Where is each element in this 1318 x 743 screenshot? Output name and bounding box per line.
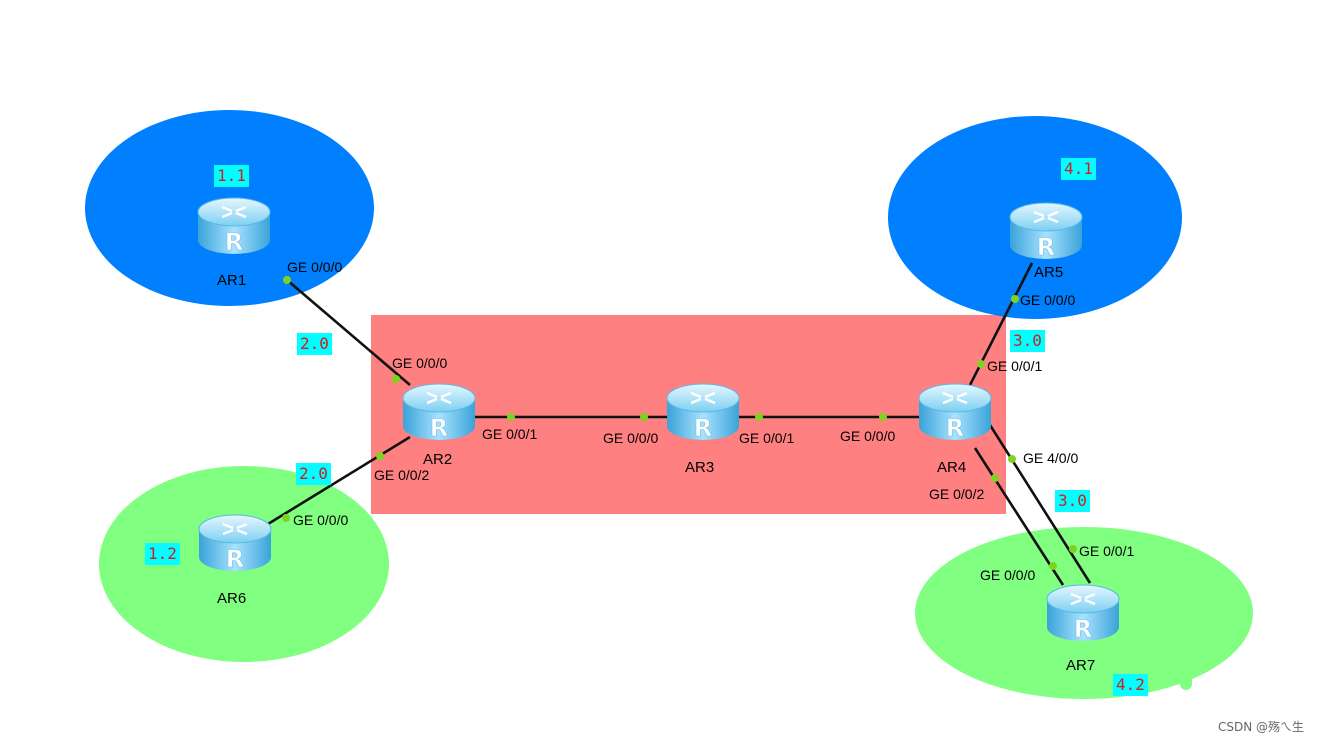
svg-text:R: R bbox=[1074, 615, 1092, 643]
router-ar6[interactable]: R bbox=[197, 513, 273, 573]
link-ar4-ar7-ge400[interactable] bbox=[988, 424, 1092, 584]
router-ar3[interactable]: R bbox=[665, 382, 741, 442]
link-ar1-ar2[interactable] bbox=[286, 279, 411, 386]
port-dot-ar7-g001[interactable] bbox=[1069, 545, 1077, 553]
port-dot-ar6-g000[interactable] bbox=[282, 514, 290, 522]
svg-text:R: R bbox=[225, 228, 243, 256]
port-dot-ar5-g000[interactable] bbox=[1011, 295, 1019, 303]
router-label-ar3: AR3 bbox=[685, 459, 715, 476]
router-icon: R bbox=[1009, 202, 1083, 261]
area-ar7-tail bbox=[1180, 660, 1192, 690]
port-dot-ar1-g000[interactable] bbox=[283, 276, 291, 284]
port-dot-ar4-g000[interactable] bbox=[879, 413, 887, 421]
port-label-ar2-g000: GE 0/0/0 bbox=[392, 355, 448, 371]
router-ar5[interactable]: R bbox=[1008, 201, 1084, 261]
port-label-ar3-g000: GE 0/0/0 bbox=[603, 430, 659, 446]
port-label-ar4-g000: GE 0/0/0 bbox=[840, 428, 896, 444]
router-icon: R bbox=[197, 197, 271, 256]
router-label-ar6: AR6 bbox=[217, 590, 247, 607]
tag-ar4-ar7-link: 3.0 bbox=[1055, 490, 1090, 512]
router-ar1[interactable]: R bbox=[196, 196, 272, 256]
link-ar2-ar6[interactable] bbox=[267, 435, 411, 526]
svg-text:R: R bbox=[1037, 233, 1055, 261]
port-label-ar3-g001: GE 0/0/1 bbox=[739, 430, 795, 446]
svg-text:R: R bbox=[694, 414, 712, 442]
tag-ar5: 4.1 bbox=[1061, 158, 1096, 180]
router-icon: R bbox=[1046, 584, 1120, 643]
port-label-ar4-g002: GE 0/0/2 bbox=[929, 486, 985, 502]
port-label-ar4-g001: GE 0/0/1 bbox=[987, 358, 1043, 374]
tag-ar4-ar5-link: 3.0 bbox=[1010, 330, 1045, 352]
port-label-ar2-g001: GE 0/0/1 bbox=[482, 426, 538, 442]
port-dot-ar4-g001[interactable] bbox=[977, 360, 985, 368]
port-dot-ar2-g002[interactable] bbox=[376, 452, 384, 460]
svg-text:R: R bbox=[946, 414, 964, 442]
tag-ar6-ar2-link: 2.0 bbox=[296, 463, 331, 485]
port-label-ar2-g002: GE 0/0/2 bbox=[374, 467, 430, 483]
port-dot-ar4-g400[interactable] bbox=[1008, 455, 1016, 463]
router-icon: R bbox=[198, 514, 272, 573]
tag-ar7: 4.2 bbox=[1113, 674, 1148, 696]
router-label-ar5: AR5 bbox=[1034, 264, 1064, 281]
port-dot-ar2-g000[interactable] bbox=[392, 375, 400, 383]
port-dot-ar7-g000[interactable] bbox=[1049, 562, 1057, 570]
svg-text:R: R bbox=[226, 545, 244, 573]
watermark: CSDN @殇ㄟ生 bbox=[1217, 720, 1304, 734]
router-label-ar2: AR2 bbox=[423, 451, 453, 468]
port-dot-ar3-g000[interactable] bbox=[640, 413, 648, 421]
router-icon: R bbox=[666, 383, 740, 442]
router-label-ar4: AR4 bbox=[937, 459, 967, 476]
router-ar7[interactable]: R bbox=[1045, 583, 1121, 643]
port-label-ar1-g000: GE 0/0/0 bbox=[287, 259, 343, 275]
tag-ar1: 1.1 bbox=[214, 165, 249, 187]
port-dot-ar2-g001[interactable] bbox=[507, 413, 515, 421]
router-label-ar7: AR7 bbox=[1066, 657, 1096, 674]
port-dot-ar3-g001[interactable] bbox=[755, 413, 763, 421]
port-label-ar6-g000: GE 0/0/0 bbox=[293, 512, 349, 528]
router-icon: R bbox=[918, 383, 992, 442]
port-label-ar5-g000: GE 0/0/0 bbox=[1020, 292, 1076, 308]
router-icon: R bbox=[402, 383, 476, 442]
port-label-ar4-g400: GE 4/0/0 bbox=[1023, 450, 1079, 466]
port-label-ar7-g001: GE 0/0/1 bbox=[1079, 543, 1135, 559]
link-ar4-ar7-ge002[interactable] bbox=[973, 447, 1065, 586]
svg-text:R: R bbox=[430, 414, 448, 442]
port-dot-ar4-g002[interactable] bbox=[991, 474, 999, 482]
port-label-ar7-g000: GE 0/0/0 bbox=[980, 567, 1036, 583]
router-ar2[interactable]: R bbox=[401, 382, 477, 442]
router-ar4[interactable]: R bbox=[917, 382, 993, 442]
tag-ar6: 1.2 bbox=[145, 543, 180, 565]
router-label-ar1: AR1 bbox=[217, 272, 247, 289]
tag-ar1-ar2-link: 2.0 bbox=[297, 333, 332, 355]
